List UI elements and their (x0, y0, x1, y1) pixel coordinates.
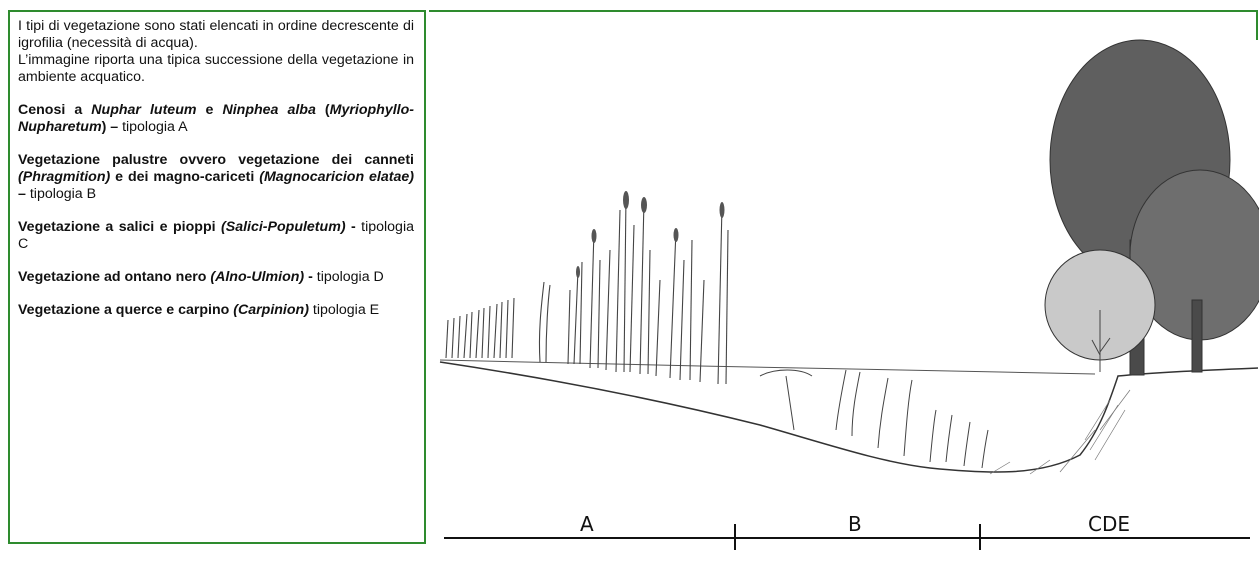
entry-b-part: e dei magno-cariceti (110, 169, 260, 185)
entry-e-alliance: (Carpinion) (233, 302, 309, 318)
trees (1044, 39, 1259, 376)
entry-c-part: - (345, 219, 362, 235)
entry-a-part: Cenosi a (18, 102, 92, 118)
intro-line-1: I tipi di vegetazione sono stati elencat… (18, 18, 414, 51)
lake-bed-profile (439, 361, 1259, 473)
water-surface-line (439, 359, 1096, 375)
entry-a-typology: tipologia A (122, 119, 188, 135)
frame-right-border (1256, 10, 1258, 40)
vegetation-succession-illustration (439, 39, 1259, 550)
frame-top-border (429, 10, 1258, 12)
reed-flower-heads (576, 191, 725, 278)
zone-label-a: A (580, 512, 594, 536)
entry-b-alliance-1: (Phragmition) (18, 169, 111, 185)
entry-c-part: Vegetazione a salici e pioppi (18, 219, 221, 235)
entry-a-species-1: Nuphar luteum (91, 102, 197, 118)
entry-a-part: ( (315, 102, 330, 118)
reed-plants (445, 194, 729, 385)
entry-a-species-2: Ninphea alba (222, 102, 316, 118)
entry-b-typology: tipologia B (29, 186, 97, 202)
zone-label-cde: CDE (1088, 512, 1131, 536)
entry-a-part: ) – (101, 119, 123, 135)
entry-c-typology: tipologia C (18, 219, 414, 252)
intro-text: I tipi di vegetazione sono stati elencat… (18, 18, 414, 86)
intro-line-2: L’immagine riporta una tipica succession… (18, 52, 414, 85)
entry-b-part: – (18, 186, 30, 202)
entry-typology-d: Vegetazione ad ontano nero (Alno-Ulmion)… (18, 269, 414, 286)
entry-typology-c: Vegetazione a salici e pioppi (Salici-Po… (18, 219, 414, 253)
entry-e-part: Vegetazione a querce e carpino (18, 302, 234, 318)
bank-hatching (989, 389, 1131, 475)
entry-b-alliance-2: (Magnocaricion elatae) (259, 169, 414, 185)
entry-typology-b: Vegetazione palustre ovvero vegetazione … (18, 152, 414, 203)
aquatic-plants (759, 369, 989, 469)
entry-a-part: e (196, 102, 223, 118)
entry-e-typology: tipologia E (312, 302, 380, 318)
entry-d-part: - (304, 269, 317, 285)
willow-trunk (1091, 310, 1111, 372)
entry-d-part: Vegetazione ad ontano nero (18, 269, 211, 285)
entry-d-alliance: (Alno-Ulmion) (210, 269, 305, 285)
legend-textbox: I tipi di vegetazione sono stati elencat… (8, 10, 426, 544)
entry-b-part: Vegetazione palustre ovvero vegetazione … (18, 152, 414, 168)
entry-typology-a: Cenosi a Nuphar luteum e Ninphea alba (M… (18, 102, 414, 136)
right-tree-trunk (1191, 299, 1203, 373)
entry-a-association: Myriophyllo-Nupharetum (18, 102, 414, 135)
entry-d-typology: tipologia D (316, 269, 384, 285)
entry-typology-e: Vegetazione a querce e carpino (Carpinio… (18, 302, 414, 319)
entry-c-association: (Salici-Populetum) (221, 219, 346, 235)
zone-label-b: B (848, 512, 862, 536)
